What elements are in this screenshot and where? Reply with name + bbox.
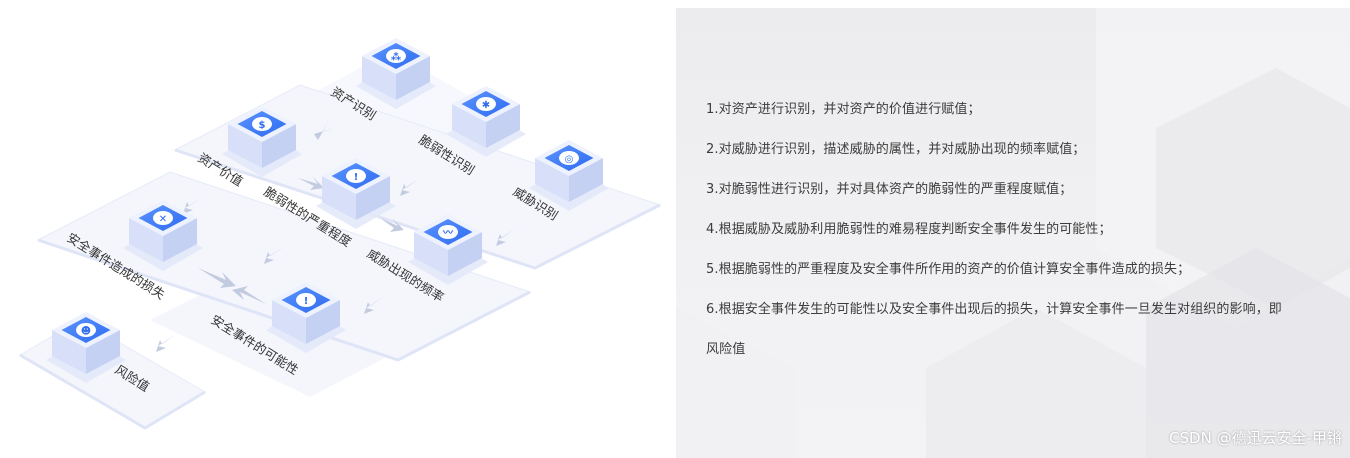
step-item: 2.对威胁进行识别，描述威胁的属性，并对威胁出现的频率赋值； [706,130,1330,170]
step-list: 1.对资产进行识别，并对资产的价值进行赋值； 2.对威胁进行识别，描述威胁的属性… [706,90,1330,370]
step-item: 6.根据安全事件发生的可能性以及安全事件出现后的损失，计算安全事件一旦发生对组织… [706,290,1330,330]
threat-target-icon: ◎ [565,154,574,165]
close-icon: ✕ [159,214,167,225]
risk-assessment-diagram: ⁂✱◎$!〰✕!☻ 资产识别 脆弱性识别 威胁识别 资产价值 脆弱性的严重程度 … [0,0,676,458]
dollar-icon: $ [259,120,266,131]
exclamation-icon: ! [354,172,359,183]
alert-icon: ! [304,296,309,307]
risk-icon: ☻ [81,325,91,337]
step-item: 3.对脆弱性进行识别，并对具体资产的脆弱性的严重程度赋值； [706,170,1330,210]
step-item: 5.根据脆弱性的严重程度及安全事件所作用的资产的价值计算安全事件造成的损失； [706,250,1330,290]
arrow [156,334,176,352]
step-item: 4.根据威胁及威胁利用脆弱性的难易程度判断安全事件发生的可能性； [706,210,1330,250]
step-item-continued: 风险值 [706,330,1330,370]
watermark: CSDN @德迅云安全-甲锵 [1169,427,1342,448]
asset-cluster-icon: ⁂ [391,51,402,63]
description-panel: 1.对资产进行识别，并对资产的价值进行赋值； 2.对威胁进行识别，描述威胁的属性… [676,8,1350,458]
step-item: 1.对资产进行识别，并对资产的价值进行赋值； [706,90,1330,130]
bug-icon: ✱ [482,100,490,111]
pulse-icon: 〰 [442,228,454,239]
